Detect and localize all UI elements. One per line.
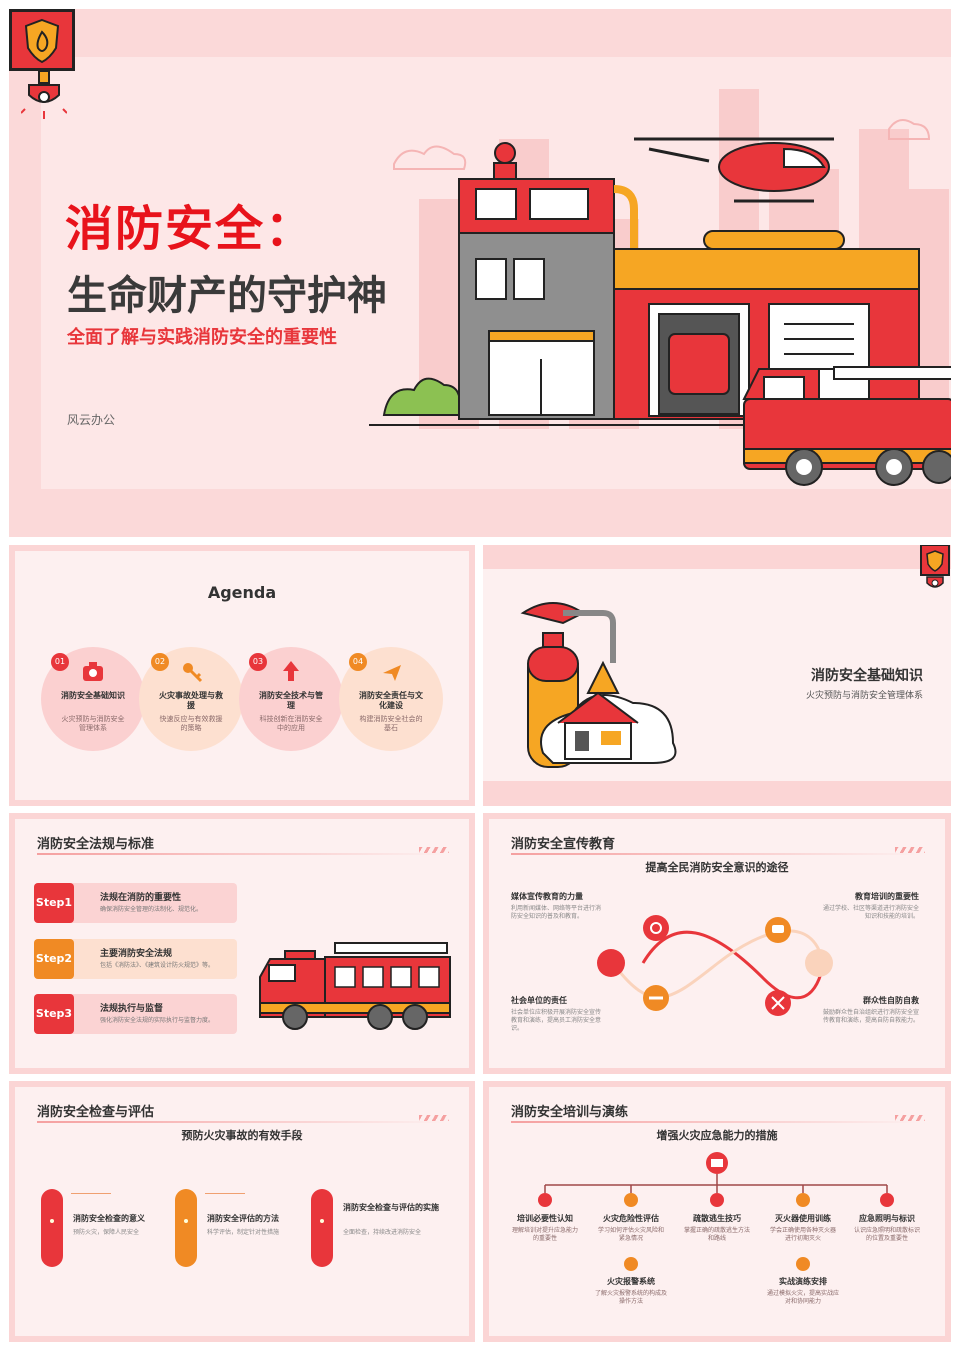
step-title: 法规在消防的重要性: [100, 893, 182, 903]
step-badge: Step2: [34, 939, 74, 979]
pill-marker: [311, 1189, 333, 1267]
training-item-title: 火灾报警系统: [607, 1277, 655, 1286]
sprinkler-icon: [21, 71, 67, 119]
training-item-title: 应急照明与标识: [859, 1214, 915, 1223]
agenda-item-title: 消防安全基础知识: [61, 691, 125, 700]
fire-shield-logo: [9, 9, 75, 71]
agenda-item-title: 火灾事故处理与救援: [159, 691, 223, 710]
training-item-desc: 认识应急照明和疏散标识的位置及重要性: [853, 1227, 920, 1242]
pill-marker: [41, 1189, 63, 1267]
slide-subtitle: 提高全民消防安全意识的途径: [645, 861, 789, 874]
agenda-num-badge: 01: [51, 653, 69, 671]
slide-subtitle: 增强火灾应急能力的措施: [656, 1129, 778, 1142]
cover-title-red: 消防安全：: [65, 201, 316, 257]
training-item-desc: 了解火灾报警系统的构成及操作方法: [594, 1290, 667, 1305]
fire-truck-illustration: [259, 942, 451, 1030]
step-title: 法规执行与监督: [100, 1004, 164, 1014]
training-slide: 消防安全培训与演练 增强火灾应急能力的措施 培训必要性认知 理解培训对提升应急能…: [483, 1081, 951, 1342]
step-row[interactable]: Step3 法规执行与监督 强化消防安全法规的实际执行与监督力度。: [34, 994, 237, 1034]
agenda-item-desc: 构建消防安全社会的基石: [359, 715, 423, 732]
inspection-item-desc: 全面检查，持续改进消防安全: [343, 1229, 422, 1236]
slide-title: 消防安全法规与标准: [37, 837, 155, 852]
training-item-title: 灭火器使用训练: [775, 1214, 831, 1223]
step-row[interactable]: Step1 法规在消防的重要性 确保消防安全管理的法制化、规范化。: [34, 883, 237, 923]
inspection-item[interactable]: 消防安全检查的意义 预防火灾，保障人民安全: [41, 1189, 171, 1269]
section-subtitle: 火灾预防与消防安全管理体系: [805, 691, 923, 701]
agenda-item[interactable]: 03 消防安全技术与管理 科技创新在消防安全中的应用: [239, 647, 343, 751]
pub-item-title: 群众性自防自救: [863, 996, 919, 1005]
step-badge: Step3: [34, 994, 74, 1034]
section-slide: 消防安全基础知识 火灾预防与消防安全管理体系: [483, 545, 951, 806]
slide-title: 消防安全培训与演练: [511, 1105, 629, 1120]
arrow-up-icon: [283, 661, 299, 681]
agenda-slide: Agenda 01 消防安全基础知识 火灾预防与消防安全管理体系 02 火灾事故…: [9, 545, 475, 806]
agenda-num-badge: 03: [249, 653, 267, 671]
step-badge: Step1: [34, 883, 74, 923]
inspection-item[interactable]: 消防安全评估的方法 科学评估，制定针对性措施: [175, 1189, 305, 1269]
cover-title-dark: 生命财产的守护神: [67, 273, 387, 319]
agenda-heading: Agenda: [207, 583, 277, 602]
agenda-num-badge: 04: [349, 653, 367, 671]
tree-diagram: [538, 1152, 894, 1271]
agenda-item-desc: 科技创新在消防安全中的应用: [259, 715, 323, 732]
agenda-item[interactable]: 04 消防安全责任与文化建设 构建消防安全社会的基石: [339, 647, 443, 751]
pub-item-desc: 鼓励群众性自治组织进行消防安全宣传教育和演练，提高自防自救能力。: [822, 1009, 919, 1024]
fire-shield-logo: [920, 545, 950, 588]
training-item-desc: 理解培训对提升应急能力的重要性: [511, 1227, 578, 1242]
training-item-desc: 掌握正确的疏散逃生方法和路线: [683, 1227, 750, 1242]
step-desc: 确保消防安全管理的法制化、规范化。: [100, 906, 203, 913]
pub-item-desc: 利用新闻媒体、网络等平台进行消防安全知识的普及和教育。: [511, 905, 602, 920]
pub-item-title: 社会单位的责任: [511, 996, 567, 1005]
cover-slide: 消防安全： 生命财产的守护神 全面了解与实践消防安全的重要性 风云办公: [9, 9, 951, 537]
agenda-item[interactable]: 02 火灾事故处理与救援 快速反应与有效救援的策略: [139, 647, 243, 751]
cover-author: 风云办公: [67, 413, 116, 427]
training-item-desc: 学习如何评估火灾风险和紧急情况: [597, 1227, 664, 1242]
pub-item-desc: 通过学校、社区等渠道进行消防安全知识和技能的培训。: [822, 905, 919, 920]
inspection-item-desc: 预防火灾，保障人民安全: [73, 1229, 140, 1236]
agenda-item-title: 消防安全责任与文化建设: [359, 691, 423, 710]
agenda-item-title: 消防安全技术与管理: [259, 691, 323, 710]
pub-item-title: 教育培训的重要性: [855, 892, 919, 901]
key-icon: [183, 663, 203, 683]
infinity-loop-diagram: [597, 915, 833, 1016]
pub-item-desc: 社会单位应积极开展消防安全宣传教育和演练，提高员工消防安全意识。: [511, 1009, 602, 1032]
laws-slide: 消防安全法规与标准 Step1 法规在消防的重要性 确保消防安全管理的法制化、规…: [9, 813, 475, 1074]
slide-title: 消防安全检查与评估: [37, 1105, 155, 1120]
plane-icon: [383, 665, 401, 681]
agenda-num-badge: 02: [151, 653, 169, 671]
pub-item-title: 媒体宣传教育的力量: [511, 892, 583, 901]
step-desc: 包括《消防法》、《建筑设计防火规范》等。: [100, 962, 215, 969]
training-item-title: 火灾危险性评估: [603, 1214, 659, 1223]
slide-subtitle: 预防火灾事故的有效手段: [181, 1129, 303, 1142]
agenda-item-desc: 快速反应与有效救援的策略: [159, 715, 223, 732]
fire-station-illustration: [369, 137, 951, 486]
training-item-title: 疏散逃生技巧: [693, 1214, 741, 1223]
inspection-item-desc: 科学评估，制定针对性措施: [207, 1229, 280, 1236]
training-item-title: 实战演练安排: [779, 1277, 827, 1286]
training-item-desc: 学会正确使用各种灭火器进行初期灭火: [769, 1227, 836, 1242]
step-title: 主要消防安全法规: [100, 949, 173, 959]
fire-extinguisher-illustration: [520, 602, 677, 768]
training-item-desc: 通过模拟火灾，提高实战应对和协同能力: [766, 1290, 839, 1305]
publicity-slide: 消防安全宣传教育 提高全民消防安全意识的途径 媒体宣传教育的力量 利用新闻媒体、…: [483, 813, 951, 1074]
camera-icon: [83, 662, 103, 681]
cover-subtitle: 全面了解与实践消防安全的重要性: [67, 327, 337, 348]
pill-marker: [175, 1189, 197, 1267]
training-item-title: 培训必要性认知: [517, 1214, 573, 1223]
agenda-item[interactable]: 01 消防安全基础知识 火灾预防与消防安全管理体系: [41, 647, 145, 751]
inspection-slide: 消防安全检查与评估 预防火灾事故的有效手段 消防安全检查的意义 预防火灾，保障人…: [9, 1081, 475, 1342]
inspection-item-title: 消防安全检查的意义: [73, 1214, 145, 1223]
agenda-item-desc: 火灾预防与消防安全管理体系: [61, 715, 125, 732]
inspection-item-title: 消防安全检查与评估的实施: [343, 1203, 439, 1212]
step-desc: 强化消防安全法规的实际执行与监督力度。: [100, 1017, 215, 1024]
section-title: 消防安全基础知识: [811, 668, 923, 684]
inspection-item[interactable]: 消防安全检查与评估的实施 全面检查，持续改进消防安全: [311, 1189, 451, 1269]
inspection-item-title: 消防安全评估的方法: [207, 1214, 279, 1223]
step-row[interactable]: Step2 主要消防安全法规 包括《消防法》、《建筑设计防火规范》等。: [34, 939, 237, 979]
slide-title: 消防安全宣传教育: [511, 837, 616, 852]
